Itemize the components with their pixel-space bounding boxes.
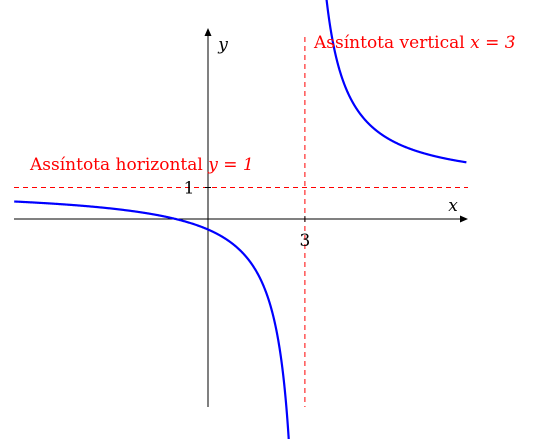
x-axis-arrowhead [460, 215, 468, 223]
x-tick-label: 3 [299, 231, 310, 251]
y-tick-label: 1 [184, 179, 195, 199]
horizontal-asymptote-label: Assíntota horizontal y = 1 [29, 155, 254, 175]
horizontal-asymptote-label-text: Assíntota horizontal [29, 155, 208, 175]
curve-branch-left [14, 200, 290, 439]
horizontal-asymptote-label-math: y = 1 [207, 155, 253, 175]
curve-series [14, 0, 467, 439]
vertical-asymptote-label-text: Assíntota vertical [313, 33, 470, 53]
y-axis-label: y [217, 35, 228, 55]
vertical-asymptote-label-math: x = 3 [470, 33, 515, 53]
y-axis-arrowhead [204, 28, 212, 36]
x-axis-label: x [448, 196, 458, 216]
vertical-asymptote-label: Assíntota vertical x = 3 [313, 33, 516, 53]
curve-branch-right [325, 0, 467, 164]
